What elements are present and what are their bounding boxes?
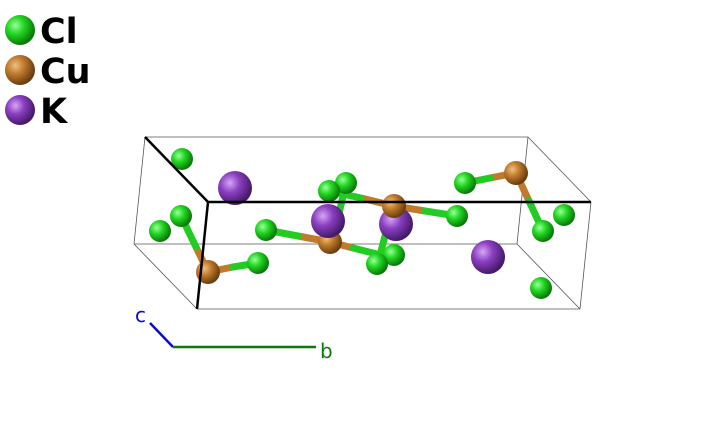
axis-indicator: c b <box>135 303 333 363</box>
legend-label-cu: Cu <box>40 52 91 92</box>
c-axis-line <box>149 322 174 348</box>
cu-atom <box>504 161 528 185</box>
cl-atom <box>255 219 277 241</box>
cl-swatch <box>5 15 35 45</box>
cl-atom <box>446 205 468 227</box>
cl-atom <box>530 277 552 299</box>
k-atom <box>311 204 345 238</box>
cell-edge <box>527 136 592 203</box>
c-axis-label: c <box>135 303 146 327</box>
bond <box>349 244 381 258</box>
cl-atom <box>149 220 171 242</box>
cl-atom <box>247 252 269 274</box>
legend-item-cl: Cl <box>5 12 78 52</box>
unit-cell-front-edges <box>144 136 591 310</box>
cl-atom <box>454 172 476 194</box>
legend: Cl Cu K <box>5 12 91 132</box>
cl-atom <box>170 205 192 227</box>
atoms <box>149 148 575 299</box>
cell-edge <box>516 243 581 310</box>
k-atom <box>471 240 505 274</box>
legend-item-cu: Cu <box>5 52 91 92</box>
cl-atom <box>532 220 554 242</box>
legend-label-k: K <box>40 92 69 132</box>
cl-atom <box>335 172 357 194</box>
cu-swatch <box>5 55 35 85</box>
cu-atom <box>382 194 406 218</box>
cl-atom <box>171 148 193 170</box>
cell-edge-a <box>144 136 209 203</box>
cell-edge <box>133 243 198 310</box>
cl-atom <box>383 244 405 266</box>
k-swatch <box>5 95 35 125</box>
cell-edge <box>133 136 146 245</box>
unit-cell-back-edges <box>133 136 592 310</box>
k-atom <box>218 171 252 205</box>
legend-item-k: K <box>5 92 69 132</box>
legend-label-cl: Cl <box>40 12 78 52</box>
cell-edge-c <box>195 201 210 310</box>
cl-atom <box>318 180 340 202</box>
cl-atom <box>553 204 575 226</box>
b-axis-label: b <box>320 339 333 363</box>
cell-edge <box>579 201 592 310</box>
cl-atom <box>366 253 388 275</box>
